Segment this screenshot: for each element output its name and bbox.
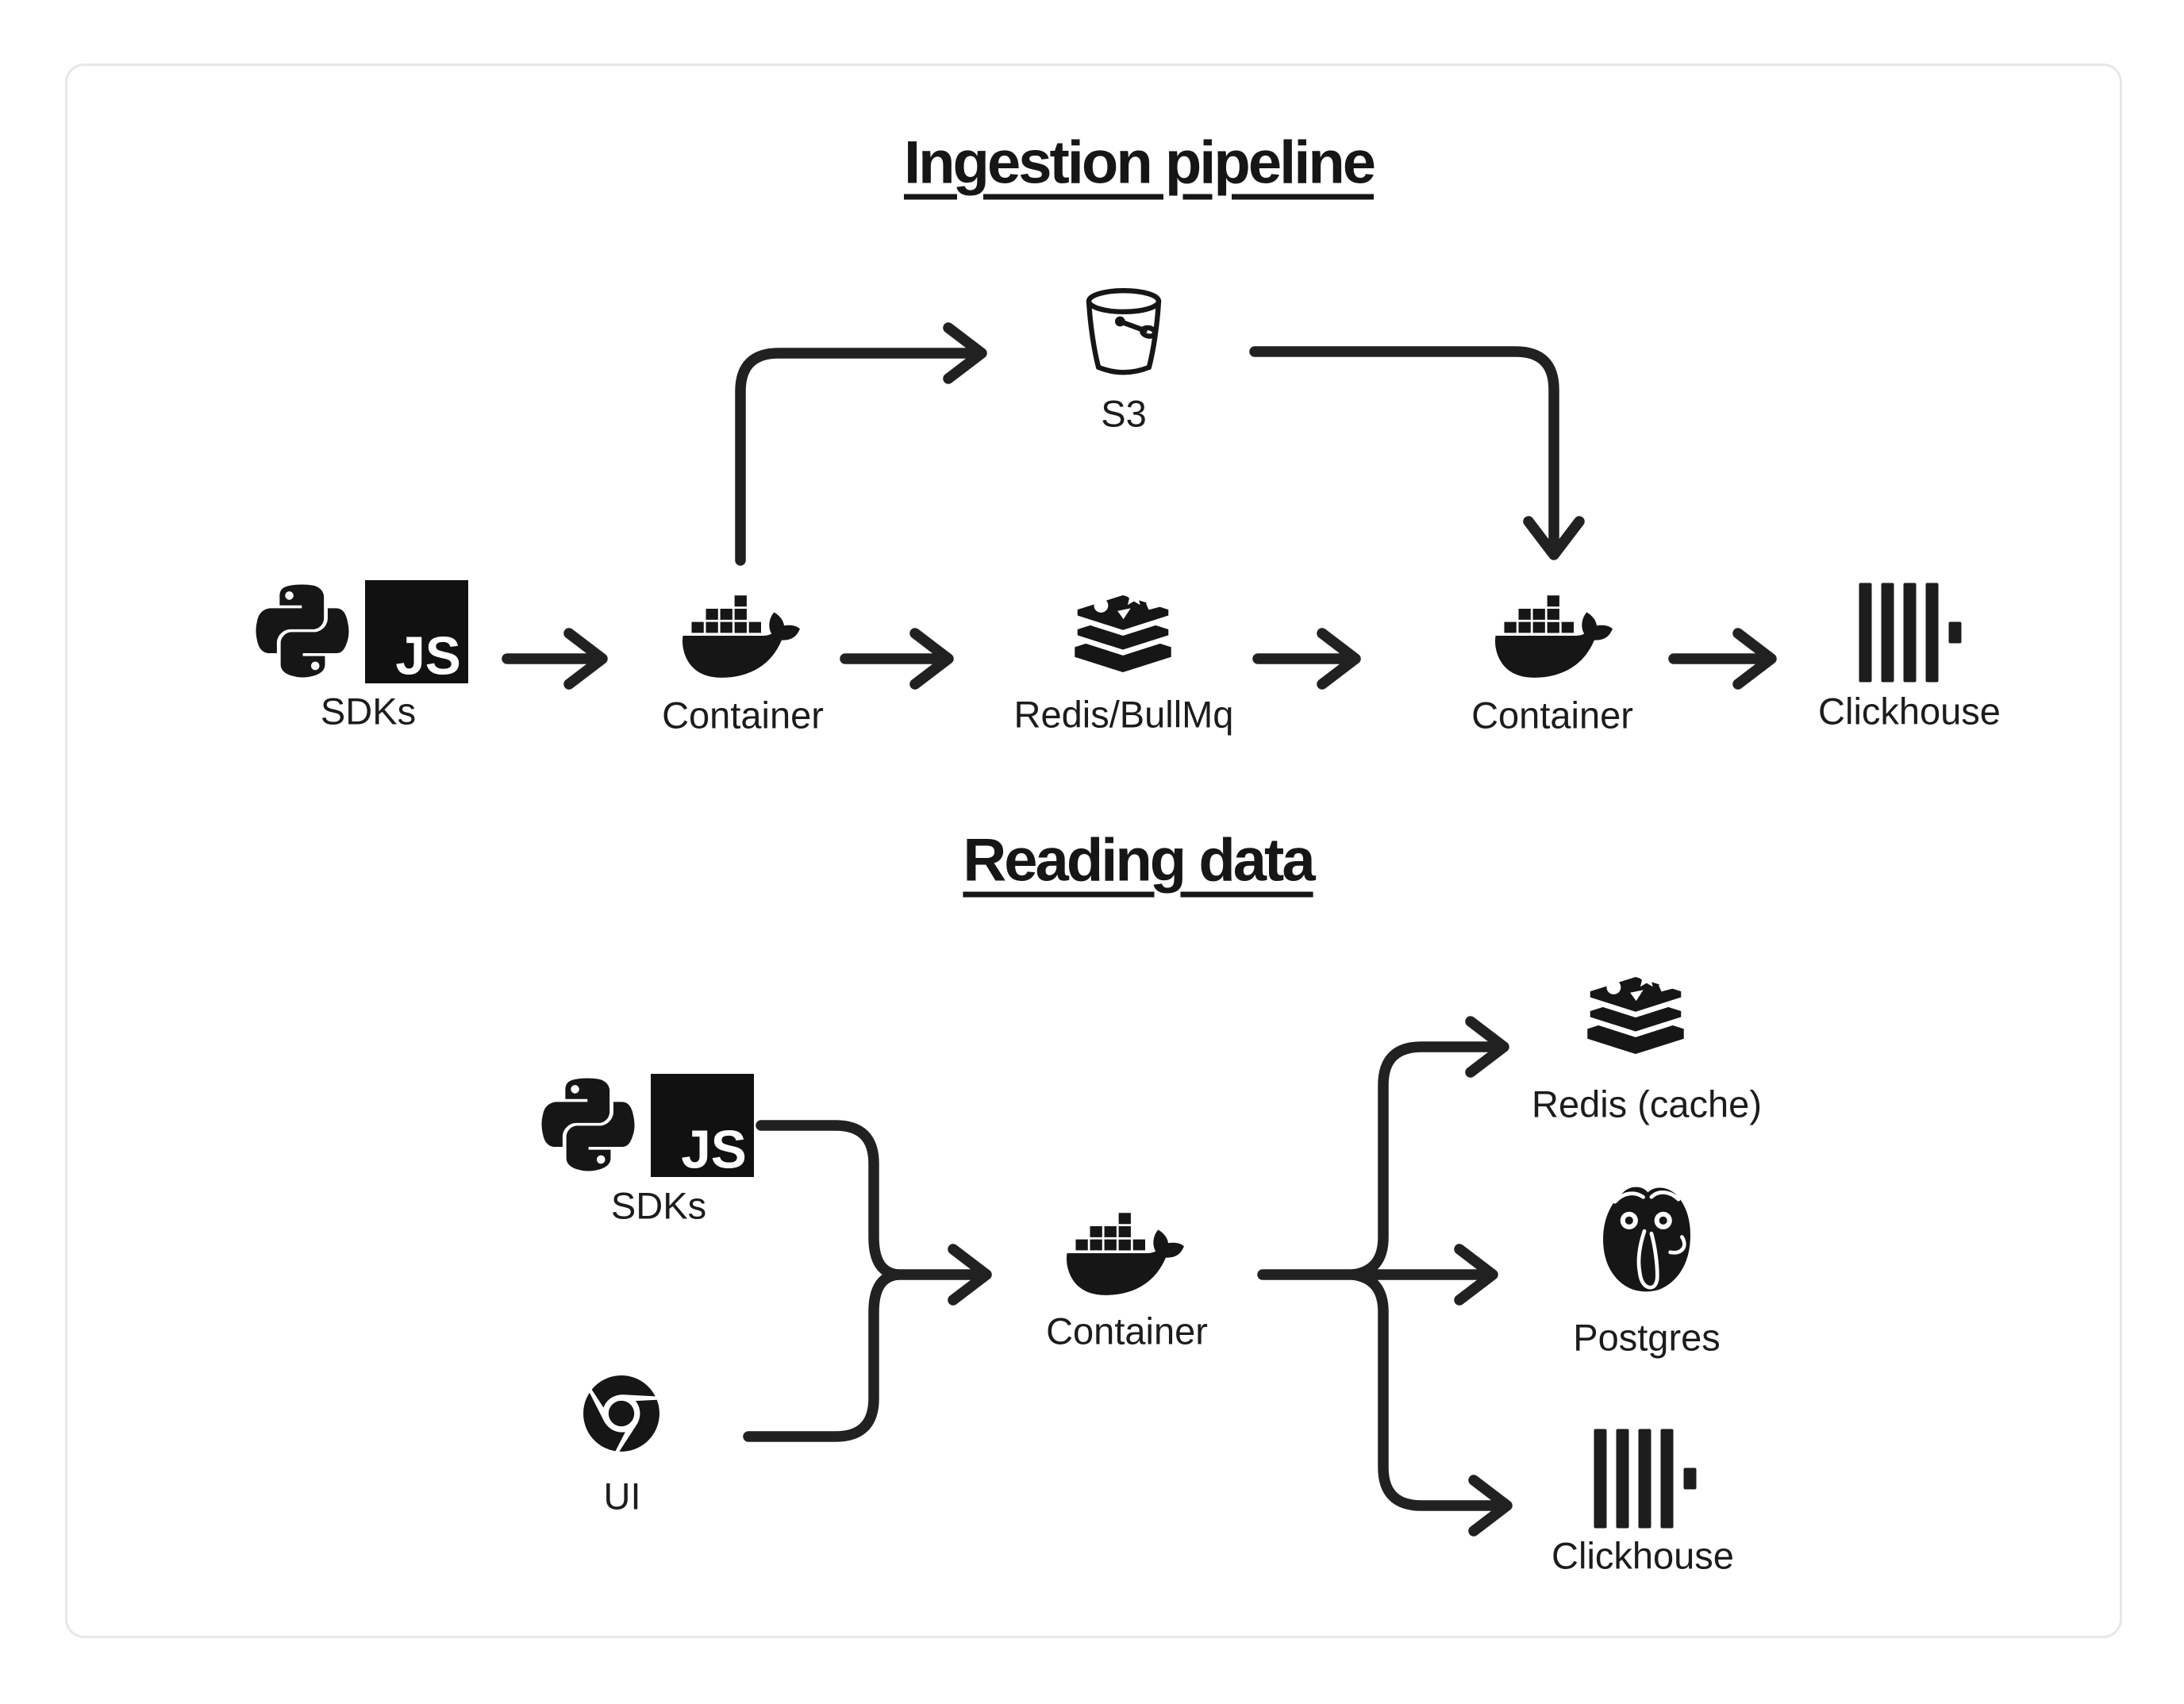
edge-ui-merge <box>743 1269 903 1442</box>
node-label-s3: S3 <box>1101 392 1147 435</box>
reading-data-title: Reading data <box>963 826 1315 894</box>
edge-api-container-to-clickhouse <box>1348 1269 1513 1537</box>
edge-ingest-container-to-s3 <box>735 322 987 566</box>
edge-api-container-to-postgres <box>1257 1244 1498 1306</box>
clickhouse-bars-icon <box>1859 583 1962 683</box>
redis-stack-icon <box>1068 582 1178 683</box>
node-label-clickhouse-ingest: Clickhouse <box>1818 690 2001 733</box>
edge-api-container-to-redis-cache <box>1348 1016 1509 1280</box>
javascript-icon <box>651 1074 754 1177</box>
node-label-ui: UI <box>603 1475 641 1517</box>
node-label-clickhouse-reading: Clickhouse <box>1551 1534 1734 1577</box>
edge-ingest-container-to-queue <box>840 628 954 690</box>
edge-worker-container-to-clickhouse <box>1668 628 1777 690</box>
edge-sdks-merge <box>756 1120 903 1280</box>
postgresql-icon <box>1588 1182 1705 1299</box>
python-icon <box>542 1071 635 1178</box>
javascript-icon <box>365 580 468 683</box>
node-label-redis-cache: Redis (cache) <box>1532 1083 1762 1125</box>
docker-whale-icon <box>682 590 800 684</box>
node-label-ingest-container: Container <box>662 694 824 737</box>
node-label-queue: Redis/BullMq <box>1013 693 1234 736</box>
diagram-card: Ingestion pipeline SDKs Container S3 Red… <box>65 63 2122 1638</box>
edge-sdks-to-ingest-container <box>502 628 608 690</box>
docker-whale-icon <box>1495 590 1613 684</box>
node-label-worker-container: Container <box>1471 694 1633 737</box>
node-label-api-container: Container <box>1046 1310 1208 1352</box>
edge-merge-to-api-container <box>892 1244 992 1306</box>
node-label-postgres: Postgres <box>1573 1316 1721 1359</box>
node-label-sdks: SDKs <box>320 690 417 733</box>
chrome-icon <box>583 1375 659 1453</box>
python-icon <box>256 578 349 684</box>
node-label-sdks-reading: SDKs <box>610 1184 707 1227</box>
redis-stack-icon <box>1581 964 1690 1064</box>
s3-bucket-icon <box>1078 284 1170 383</box>
clickhouse-bars-icon <box>1594 1429 1697 1529</box>
docker-whale-icon <box>1067 1207 1184 1302</box>
edge-queue-to-worker-container <box>1252 628 1361 690</box>
ingestion-pipeline-title: Ingestion pipeline <box>903 129 1376 197</box>
edge-s3-to-worker-container <box>1249 346 1585 560</box>
